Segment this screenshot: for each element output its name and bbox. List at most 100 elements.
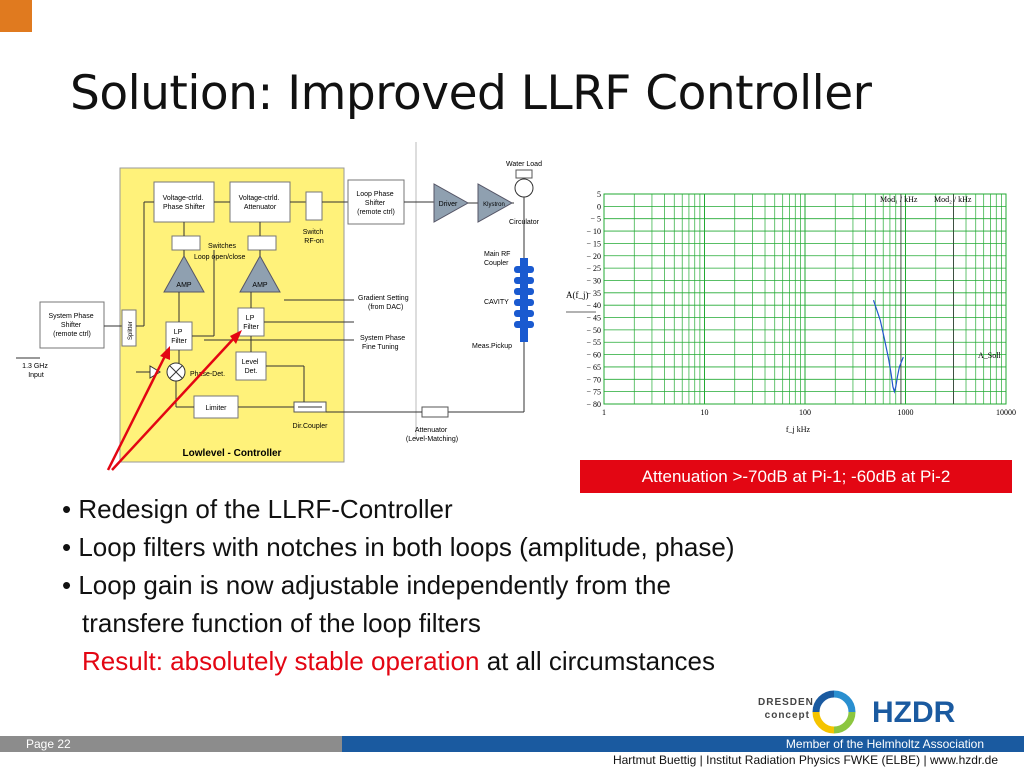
driver-label: Driver — [439, 201, 458, 208]
bullet-loop-gain: • Loop gain is now adjustable independen… — [62, 570, 671, 600]
level-det-block — [235, 351, 267, 381]
amp-right-icon — [239, 254, 281, 293]
plot-y-tick-label: − 80 — [586, 400, 601, 409]
system-phase-shifter-block — [39, 301, 105, 349]
plot-x-tick-label: 100 — [799, 408, 811, 417]
lp-filter-right-label: LP Filter — [243, 315, 259, 331]
loop-open-close-label: Loop open/close — [194, 254, 245, 261]
attenuator-label: Attenuator (Level-Matching) — [406, 427, 458, 443]
plot-y-tick-label: − 50 — [586, 326, 601, 335]
phase-shifter-label: Voltage-ctrld. Phase Shifter — [163, 195, 206, 211]
plot-xlabel: f_j kHz — [786, 425, 811, 434]
arrow-right-head-icon — [230, 330, 242, 344]
driver-icon — [433, 183, 470, 223]
controller-label: Lowlevel - Controller — [183, 448, 282, 459]
system-phase-shifter-label: System Phase Shifter (remote ctrl) — [48, 313, 95, 338]
attenuator-ctrl-block — [229, 181, 291, 223]
plot-series-curve — [872, 300, 904, 394]
plot-y-tick-label: − 40 — [586, 301, 601, 310]
llrf-block-diagram: System Phase Shifter (remote ctrl) 1.3 G… — [14, 140, 574, 480]
plot-x-tick-label: 10000 — [996, 408, 1016, 417]
dir-coupler-label: Dir.Coupler — [292, 423, 328, 430]
attenuator-ctrl-label: Voltage-ctrld. Attenuator — [239, 195, 282, 211]
cavity-label: CAVITY — [484, 299, 509, 306]
slide-title: Solution: Improved LLRF Controller — [70, 66, 872, 121]
corner-mark — [0, 0, 32, 32]
lp-filter-left-block — [165, 321, 193, 351]
meas-pickup-label: Meas.Pickup — [472, 343, 512, 350]
plot-y-tick-label: − 65 — [586, 363, 601, 372]
switches-label: Switches — [208, 243, 237, 250]
plot-y-tick-label: − 60 — [586, 351, 601, 360]
lp-filter-left-label: LP Filter — [171, 329, 187, 345]
attenuation-banner: Attenuation >-70dB at Pi-1; -60dB at Pi-… — [580, 460, 1012, 493]
plot-y-tick-label: − 75 — [586, 388, 601, 397]
switch-left — [171, 235, 201, 251]
bullet-list: • Redesign of the LLRF-Controller • Loop… — [62, 490, 962, 680]
cavity-icon — [514, 258, 534, 342]
splitter-label: Splitter — [128, 321, 134, 340]
bullet-redesign: • Redesign of the LLRF-Controller — [62, 494, 453, 524]
switch-right — [247, 235, 277, 251]
switch-rf-on-label: Switch RF-on — [303, 229, 326, 245]
plot-y-tick-label: − 25 — [586, 264, 601, 273]
system-phase-fine-label: System Phase Fine Tuning — [360, 335, 407, 351]
concept-text: concept — [764, 710, 810, 721]
result-highlight: Result: absolutely stable operation — [82, 646, 480, 676]
gradient-setting-label: Gradient Setting (from DAC) — [358, 295, 411, 311]
main-rf-coupler-label: Main RF Coupler — [484, 251, 512, 267]
dresden-concept-logo[interactable]: DRESDEN concept — [758, 690, 858, 734]
phase-det-label: Phase-Det. — [190, 371, 225, 378]
result-rest: at all circumstances — [479, 646, 715, 676]
plot-y-tick-label: 0 — [597, 202, 601, 211]
svg-text:HZDR: HZDR — [872, 696, 956, 726]
plot-x-tick-label: 1000 — [898, 408, 914, 417]
plot-ylabel: A(f_j) — [566, 290, 589, 300]
level-det-label: Level Det. — [242, 359, 261, 375]
footer-right-bar — [342, 736, 1024, 752]
switch-rf-on-block — [305, 191, 323, 221]
limiter-label: Limiter — [205, 405, 227, 412]
water-load-label: Water Load — [506, 161, 542, 168]
plot-x-tick-label: 1 — [602, 408, 606, 417]
bullet-loop-gain-cont: transfere function of the loop filters — [82, 608, 481, 638]
plot-y-tick-label: − 15 — [586, 239, 601, 248]
plot-annotation-asoll: A_Soll — [978, 351, 1001, 360]
page-number: Page 22 — [26, 737, 71, 751]
result-line: Result: absolutely stable operation at a… — [62, 642, 962, 680]
plot-y-tick-label: − 70 — [586, 375, 601, 384]
plot-y-tick-label: − 10 — [586, 227, 601, 236]
amp-left-label: AMP — [176, 282, 192, 289]
amp-left-icon — [163, 254, 205, 293]
plot-y-tick-label: − 35 — [586, 289, 601, 298]
plot-markers — [900, 194, 954, 404]
hzdr-logo-icon: HZDR — [872, 696, 956, 729]
footer-credit: Hartmut Buettig | Institut Radiation Phy… — [612, 753, 998, 767]
plot-x-ticks: 1 10 100 1000 10000 — [602, 408, 1016, 417]
plot-y-tick-label: − 5 — [590, 215, 601, 224]
plot-annotation-mod1: Mod₁ / kHz — [880, 195, 918, 204]
helmholtz-member-text: Member of the Helmholtz Association — [785, 737, 984, 751]
hzdr-logo[interactable]: HZDR — [870, 696, 988, 729]
input-label: 1.3 GHz Input — [22, 363, 50, 379]
water-load-block — [515, 169, 533, 179]
plot-y-tick-label: − 45 — [586, 314, 601, 323]
plot-x-tick-label: 10 — [701, 408, 709, 417]
loop-phase-shifter-label: Loop Phase Shifter (remote ctrl) — [356, 191, 395, 216]
phase-shifter-block — [153, 181, 215, 223]
plot-y-tick-label: − 55 — [586, 338, 601, 347]
arrow-left-head-icon — [160, 346, 170, 360]
klystron-icon — [477, 183, 514, 223]
splitter-block — [121, 309, 137, 347]
plot-grid — [603, 193, 1007, 405]
klystron-label: Klystron — [483, 202, 505, 208]
plot-annotation-mod2: Mod₂ / kHz — [934, 195, 972, 204]
dresden-ring-icon — [812, 690, 856, 734]
dresden-text: DRESDEN — [758, 697, 814, 708]
amp-right-label: AMP — [252, 282, 268, 289]
plot-y-tick-label: − 30 — [586, 276, 601, 285]
attenuator-block — [421, 406, 449, 418]
plot-y-tick-label: 5 — [597, 190, 601, 199]
circulator-icon — [514, 178, 534, 198]
